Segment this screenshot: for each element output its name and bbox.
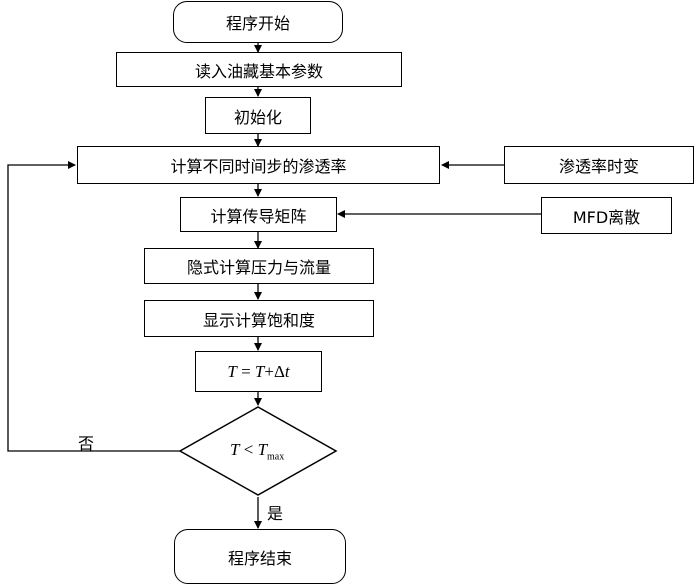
time-update-plus: +Δ <box>264 361 285 381</box>
mfd-discrete-box: MFD离散 <box>541 197 672 234</box>
time-update-formula: T = T+Δt <box>227 362 289 382</box>
end-terminal: 程序结束 <box>174 529 346 584</box>
start-terminal: 程序开始 <box>173 1 343 43</box>
perm-time-varying-label: 渗透率时变 <box>558 157 639 176</box>
implicit-calc-box: 隐式计算压力与流量 <box>144 248 374 284</box>
calc-conductivity-box: 计算传导矩阵 <box>180 197 337 232</box>
explicit-calc-label: 显示计算饱和度 <box>202 310 315 330</box>
end-label: 程序结束 <box>227 548 292 568</box>
implicit-calc-label: 隐式计算压力与流量 <box>186 258 331 277</box>
mfd-discrete-label: MFD离散 <box>572 207 641 227</box>
time-update-rhs: T <box>254 361 265 381</box>
decision-op: < <box>239 440 258 459</box>
time-update-box: T = T+Δt <box>195 351 322 392</box>
decision-lhs: T <box>230 440 240 459</box>
decision-diamond <box>178 406 338 496</box>
start-label: 程序开始 <box>225 14 290 33</box>
yes-label: 是 <box>267 504 284 523</box>
perm-time-varying-box: 渗透率时变 <box>504 146 694 184</box>
time-update-dt: t <box>284 361 290 381</box>
loop-back-arrow <box>7 161 182 452</box>
explicit-calc-box: 显示计算饱和度 <box>144 300 374 337</box>
calc-perm-box: 计算不同时间步的渗透率 <box>77 146 440 184</box>
time-update-lhs: T <box>227 361 237 381</box>
time-update-eq: = <box>236 361 255 381</box>
decision-formula: T < Tmax <box>230 440 284 462</box>
calc-perm-label: 计算不同时间步的渗透率 <box>170 157 347 176</box>
no-label: 否 <box>78 434 95 453</box>
init-box: 初始化 <box>205 97 311 134</box>
decision-rhs: T <box>257 440 268 459</box>
init-label: 初始化 <box>233 107 282 127</box>
read-params-label: 读入油藏基本参数 <box>194 61 323 81</box>
read-params-box: 读入油藏基本参数 <box>116 52 402 87</box>
decision-sub: max <box>267 451 285 463</box>
calc-conductivity-label: 计算传导矩阵 <box>210 206 307 226</box>
